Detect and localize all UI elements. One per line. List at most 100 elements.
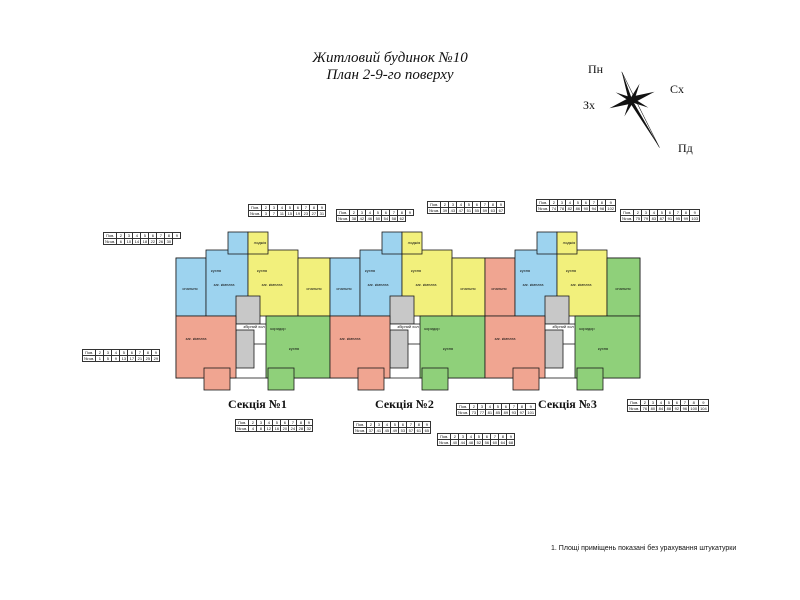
apt-number: 39 <box>440 207 450 214</box>
apt-row-label: № кв. <box>436 439 452 446</box>
section-2-apt-tl-bay <box>381 231 403 255</box>
apt-number: 22 <box>148 238 158 245</box>
apt-number: 50 <box>373 215 383 222</box>
apt-number: 94 <box>589 205 599 212</box>
apt-number: 7 <box>269 210 279 217</box>
section-3-label-loggia: лоджія <box>563 240 576 245</box>
apt-number: 1 <box>95 355 105 362</box>
section-2-label-loggia: лоджія <box>408 240 421 245</box>
apt-row-label: № кв. <box>352 427 368 434</box>
section-2-apt-tr-bay <box>401 231 423 255</box>
apt-number: 78 <box>557 205 567 212</box>
apt-number: 18 <box>140 238 150 245</box>
section-1-apt-bl-bay <box>203 367 231 391</box>
section-3-apt-bl-bay <box>512 367 540 391</box>
apt-number: 45 <box>382 427 392 434</box>
apt-number: 83 <box>649 215 659 222</box>
section-3-label-kitchen-tl: кухня <box>520 268 530 273</box>
apt-number: 67 <box>496 207 506 214</box>
section-2-label-kitchen-tl: кухня <box>365 268 375 273</box>
apt-number: 41 <box>374 427 384 434</box>
section-2-apt-br-bay <box>421 367 449 391</box>
apt-number: 101 <box>525 409 537 416</box>
section-1-label-loggia: лоджія <box>254 240 267 245</box>
apt-number: 37 <box>366 427 376 434</box>
section-1-label-bedroom-tl: спальня <box>182 286 197 291</box>
section-1-label-kitchen-tl: кухня <box>211 268 221 273</box>
section-2-label: Секція №2 <box>375 397 434 411</box>
apt-number: 80 <box>648 405 658 412</box>
apt-number: 79 <box>641 215 651 222</box>
apt-number: 16 <box>272 425 282 432</box>
section-2-apt-bl-bay <box>357 367 385 391</box>
page-subtitle: План 2-9-го поверху <box>326 67 454 83</box>
apt-row-label: № кв. <box>626 405 642 412</box>
apt-number: 30 <box>164 238 174 245</box>
apt-number: 32 <box>304 425 314 432</box>
apt-number: 92 <box>672 405 682 412</box>
apt-number: 23 <box>301 210 311 217</box>
apt-row-label: № кв. <box>234 425 250 432</box>
apt-number: 6 <box>116 238 126 245</box>
apt-number: 62 <box>397 215 407 222</box>
section-2-label-corridor-br: коридор <box>424 326 440 331</box>
section-3-apt-tr-bay <box>556 231 578 255</box>
section-3-label-living-tl: заг. кімната <box>523 282 545 287</box>
apt-row-label: № кв. <box>535 205 551 212</box>
section-2-label-living-tl: заг. кімната <box>368 282 390 287</box>
section-3-stair-bottom <box>544 329 564 369</box>
section-3-label: Секція №3 <box>538 397 597 411</box>
apt-number: 40 <box>450 439 460 446</box>
apt-number: 88 <box>664 405 674 412</box>
apt-number: 20 <box>280 425 290 432</box>
apt-number: 31 <box>317 210 327 217</box>
apt-number: 82 <box>565 205 575 212</box>
apt-number: 13 <box>119 355 129 362</box>
section-1-apt-tr-bay <box>247 231 269 255</box>
apt-number: 59 <box>480 207 490 214</box>
apt-number: 3 <box>261 210 271 217</box>
apt-number: 89 <box>501 409 511 416</box>
apt-number: 64 <box>498 439 508 446</box>
apt-number: 52 <box>474 439 484 446</box>
apt-number: 61 <box>414 427 424 434</box>
floor-number: 9 <box>405 209 415 216</box>
section-3-apt-br-bay <box>576 367 604 391</box>
section-1-stair-top <box>235 295 261 325</box>
apt-number: 38 <box>349 215 359 222</box>
apt-row-label: № кв. <box>426 207 442 214</box>
apt-number: 60 <box>490 439 500 446</box>
apt-number: 103 <box>689 215 701 222</box>
section-1-label-corridor-br: коридор <box>270 326 286 331</box>
section-1-apt-br-bay <box>267 367 295 391</box>
section-2-label-living-bl: заг. кімната <box>340 336 362 341</box>
footnote: 1. Площі приміщень показані без урахуван… <box>551 545 737 552</box>
section-3-stair-top <box>544 295 570 325</box>
apt-number: 12 <box>264 425 274 432</box>
apt-number: 48 <box>466 439 476 446</box>
apt-number: 91 <box>665 215 675 222</box>
section-2-stair-top <box>389 295 415 325</box>
section-2-label-kitchen-tr: кухня <box>411 268 421 273</box>
apt-number: 19 <box>293 210 303 217</box>
section-1-label: Секція №1 <box>228 397 287 411</box>
apt-number: 29 <box>151 355 161 362</box>
apt-number: 90 <box>581 205 591 212</box>
section-3-label-kitchen-br: кухня <box>598 346 608 351</box>
apt-row-label: № кв. <box>102 238 118 245</box>
section-2-label-bedroom-tl: спальня <box>336 286 351 291</box>
apt-number: 95 <box>673 215 683 222</box>
apt-number: 11 <box>277 210 287 217</box>
apt-number: 4 <box>248 425 258 432</box>
apt-number: 85 <box>493 409 503 416</box>
section-3-apt-tl-bay <box>536 231 558 255</box>
apt-number: 87 <box>657 215 667 222</box>
apt-row-label: № кв. <box>247 210 263 217</box>
